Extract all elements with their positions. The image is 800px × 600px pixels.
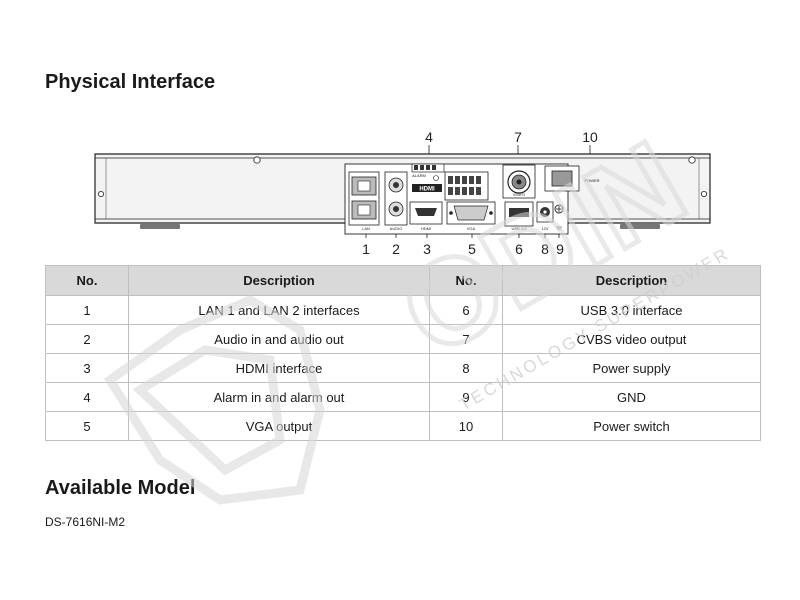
cell-no: 4 xyxy=(45,382,129,412)
cell-no: 9 xyxy=(429,382,503,412)
panel-label-usb: USB 3.0 xyxy=(512,226,528,231)
header-description: Description xyxy=(502,265,761,296)
cell-description: Power switch xyxy=(502,411,761,441)
panel-label-power: POWER xyxy=(584,178,599,183)
panel-label-lan: LAN xyxy=(362,226,370,231)
alarm-io-block xyxy=(444,171,489,201)
header-no: No. xyxy=(429,265,503,296)
cell-no: 7 xyxy=(429,324,503,354)
callout-7: 7 xyxy=(514,129,522,145)
callout-4: 4 xyxy=(425,129,433,145)
panel-label-audio: AUDIO xyxy=(390,226,403,231)
panel-label-video: VIDEO xyxy=(513,192,525,197)
callout-5: 5 xyxy=(468,241,476,257)
section-title-physical-interface: Physical Interface xyxy=(45,71,216,93)
panel-label-vga: VGA xyxy=(467,226,476,231)
cell-description: LAN 1 and LAN 2 interfaces xyxy=(128,295,430,325)
cell-description: Power supply xyxy=(502,353,761,383)
panel-label-alarm: ALARM xyxy=(412,173,426,178)
table-row: 3 HDMI interface 8 Power supply xyxy=(45,353,761,383)
hdmi-logo: HDMI xyxy=(412,184,442,193)
alarm-terminal-block: ALARM xyxy=(411,163,445,181)
cell-no: 2 xyxy=(45,324,129,354)
table-row: 1 LAN 1 and LAN 2 interfaces 6 USB 3.0 i… xyxy=(45,295,761,325)
table-row: 5 VGA output 10 Power switch xyxy=(45,411,761,441)
header-description: Description xyxy=(128,265,430,296)
gnd-screw xyxy=(554,204,564,230)
cell-description: USB 3.0 interface xyxy=(502,295,761,325)
audio-jacks: AUDIO xyxy=(384,171,408,231)
panel-label-hdmi: HDMI xyxy=(421,226,431,231)
callout-10: 10 xyxy=(582,129,598,145)
power-switch: POWER xyxy=(544,165,600,192)
cell-description: CVBS video output xyxy=(502,324,761,354)
callout-8: 8 xyxy=(541,241,549,257)
cell-no: 8 xyxy=(429,353,503,383)
table-header-row: No. Description No. Description xyxy=(45,265,761,296)
callout-6: 6 xyxy=(515,241,523,257)
callout-9: 9 xyxy=(556,241,564,257)
vga-port: VGA xyxy=(446,201,496,231)
cell-no: 5 xyxy=(45,411,129,441)
callout-3: 3 xyxy=(423,241,431,257)
cell-description: HDMI interface xyxy=(128,353,430,383)
cell-no: 10 xyxy=(429,411,503,441)
callout-1: 1 xyxy=(362,241,370,257)
panel-label-dc: 12V xyxy=(541,226,548,231)
model-number: DS-7616NI-M2 xyxy=(45,515,126,529)
svg-text:HDMI: HDMI xyxy=(419,187,435,193)
cell-description: Alarm in and alarm out xyxy=(128,382,430,412)
table-row: 2 Audio in and audio out 7 CVBS video ou… xyxy=(45,324,761,354)
cell-description: Audio in and audio out xyxy=(128,324,430,354)
section-title-available-model: Available Model xyxy=(45,477,196,499)
usb-port: USB 3.0 xyxy=(504,201,534,231)
header-no: No. xyxy=(45,265,129,296)
cell-description: VGA output xyxy=(128,411,430,441)
cell-no: 1 xyxy=(45,295,129,325)
video-bnc-port: VIDEO xyxy=(502,164,536,199)
rear-panel-diagram: 4 7 10 LAN xyxy=(94,129,711,257)
cell-no: 6 xyxy=(429,295,503,325)
callout-2: 2 xyxy=(392,241,400,257)
cell-no: 3 xyxy=(45,353,129,383)
cell-description: GND xyxy=(502,382,761,412)
interface-table: No. Description No. Description 1 LAN 1 … xyxy=(45,265,761,441)
hdmi-port: HDMI xyxy=(409,201,443,231)
table-row: 4 Alarm in and alarm out 9 GND xyxy=(45,382,761,412)
power-dc-jack: 12V xyxy=(536,201,554,231)
lan-ports: LAN xyxy=(348,171,380,231)
